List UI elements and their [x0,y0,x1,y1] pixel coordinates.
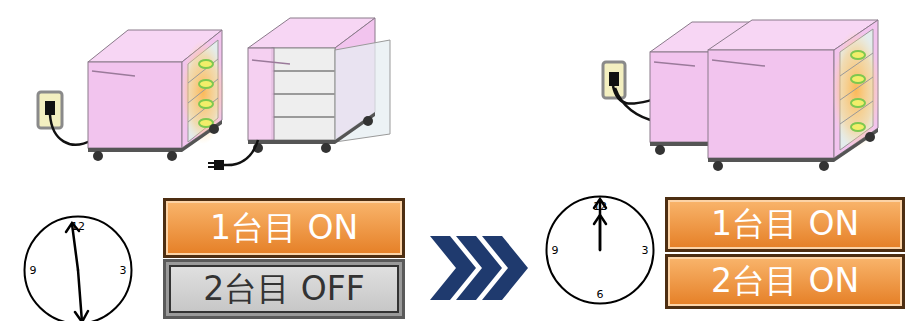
clock-number: 3 [120,264,127,277]
plug [45,101,55,115]
bowl [199,100,213,108]
heat-glow [181,40,225,144]
clock-face: 12 9 3 6 [545,195,655,305]
clock-number: 12 [71,220,85,233]
status-button: 2台目 OFF [163,259,405,319]
shelf [272,93,335,95]
wheel [321,143,331,153]
hand-tip [594,215,606,224]
cabinet-interior [272,48,335,140]
wheel [713,161,723,171]
hand-tip [66,223,79,232]
wheel [363,116,373,126]
power-cord [50,115,92,145]
status-button: 1台目 ON [665,197,905,252]
minute-hand [599,200,602,250]
bowl [851,99,865,107]
open-door [335,40,390,142]
clock-number: 6 [597,288,604,301]
clock-number: 3 [642,244,649,257]
chevron [482,236,528,300]
handle [712,60,765,66]
power-cord [224,140,258,165]
warming-cabinet [708,20,880,171]
cabinet-front [88,62,182,148]
plug-prong [208,166,214,168]
status-button: 2台目 ON [665,254,905,309]
clock-number: 9 [552,244,559,257]
clock-circle [547,197,654,304]
wheel [93,151,103,161]
handle [252,60,290,64]
cabinet-base [88,120,222,152]
button-label: 2台目 ON [711,259,859,304]
hand-tip [75,311,88,321]
warming-cabinet [88,30,225,161]
handle [654,62,695,66]
wheel [865,132,875,142]
plug-prong [208,162,214,164]
wheel [655,145,665,155]
clock-number: 12 [593,200,607,213]
plug [609,72,619,86]
wheel [167,151,177,161]
cabinet-front [708,50,834,158]
wheel [819,161,829,171]
shelf [272,116,335,118]
bowl [851,75,865,83]
bowl [199,80,213,88]
clock-number: 9 [30,264,37,277]
button-label: 1台目 ON [711,202,859,247]
button-label: 1台目 ON [210,206,358,251]
shelf [272,70,335,72]
bowl [199,60,213,68]
hand-tip [594,199,606,208]
hour-hand [599,216,602,250]
cabinet-base [708,128,878,162]
bowl [851,51,865,59]
handle [92,71,135,76]
status-button: 1台目 ON [163,198,405,258]
plug [214,160,224,170]
bowl [851,123,865,131]
minute-hand [78,270,82,321]
open-cabinet [208,18,390,170]
progress-arrow [430,236,528,300]
wheel [209,124,219,134]
cabinet-base [248,112,375,144]
clock-circle [25,217,132,321]
hour-hand [72,224,78,270]
button-label: 2台目 OFF [203,267,364,312]
clock-face: 12 9 3 [23,215,133,321]
